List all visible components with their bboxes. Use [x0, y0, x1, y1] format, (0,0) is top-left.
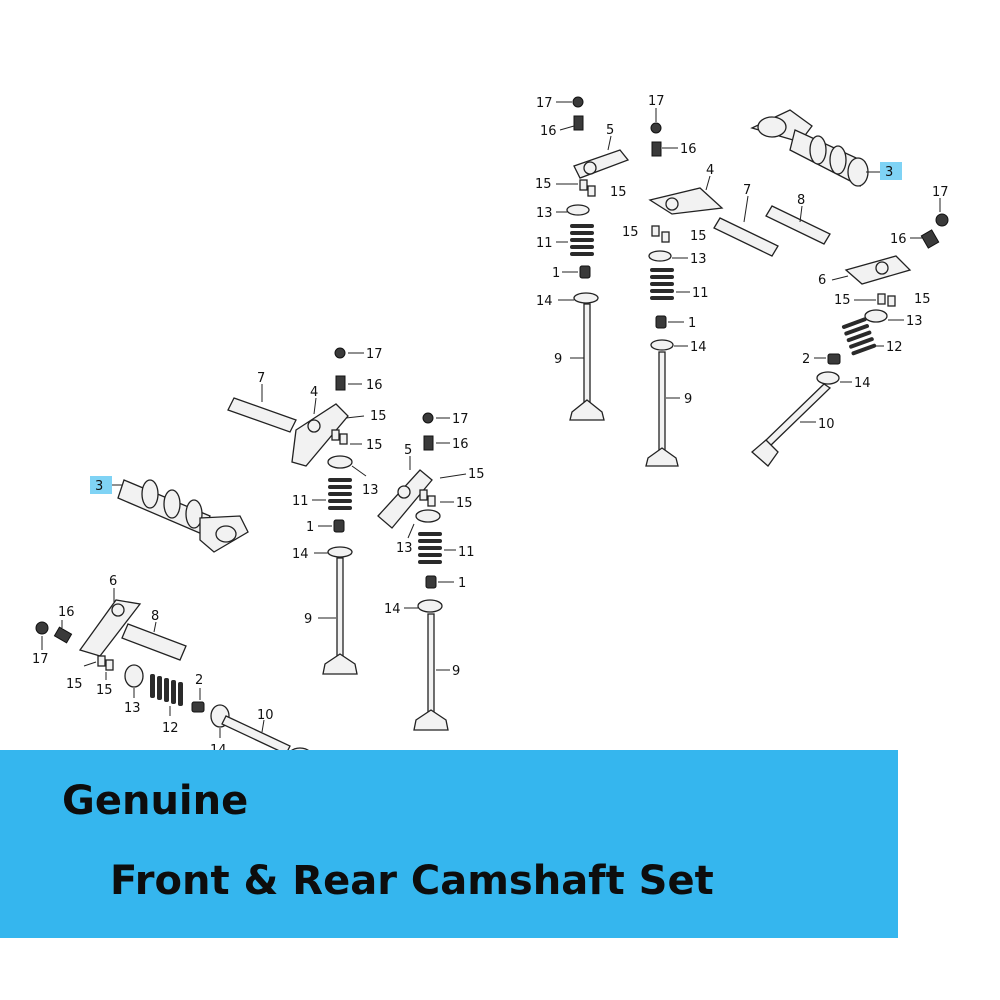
valve-9-b: [645, 351, 679, 467]
rocker-arm-5-front: [377, 469, 433, 529]
part-label: 7: [257, 371, 265, 386]
rocker-arm-4-front: [291, 403, 349, 467]
part-label: 4: [310, 385, 318, 400]
part-label: 17: [366, 347, 383, 362]
part-label: 17: [932, 185, 949, 200]
part-label: 10: [257, 708, 274, 723]
part-label: 14: [854, 376, 871, 391]
part-label: 8: [797, 193, 805, 208]
part-label: 17: [32, 652, 49, 667]
part-label: 3: [95, 479, 103, 494]
part-label: 14: [384, 602, 401, 617]
part-label: 9: [452, 664, 460, 679]
part-label: 14: [536, 294, 553, 309]
part-label: 4: [706, 163, 714, 178]
part-label: 2: [802, 352, 810, 367]
part-label: 11: [292, 494, 309, 509]
rear-cylinder-assembly: 3 5 4 7 8 17 16 15 15 13: [535, 94, 949, 467]
part-label: 16: [452, 437, 469, 452]
part-label: 9: [684, 392, 692, 407]
part-label: 15: [468, 467, 485, 482]
part-label: 12: [886, 340, 903, 355]
valve-spring-12: [841, 317, 877, 356]
part-label: 1: [552, 266, 560, 281]
part-label: 11: [692, 286, 709, 301]
valve-spring-11-b: [650, 268, 674, 300]
part-label: 13: [396, 541, 413, 556]
rocker-shaft-7-front: [227, 397, 297, 433]
banner-title-genuine: Genuine: [62, 778, 249, 824]
part-label: 9: [554, 352, 562, 367]
part-label: 6: [818, 273, 826, 288]
part-label: 16: [680, 142, 697, 157]
part-label: 13: [362, 483, 379, 498]
rocker-shaft-8-front: [121, 623, 187, 661]
valve-9-front-b: [413, 613, 449, 731]
part-label: 17: [648, 94, 665, 109]
part-label: 13: [124, 701, 141, 716]
part-label: 16: [58, 605, 75, 620]
part-label: 2: [195, 673, 203, 688]
part-label: 1: [306, 520, 314, 535]
part-label: 17: [536, 96, 553, 111]
part-label: 5: [606, 123, 614, 138]
rocker-arm-4: [648, 187, 724, 215]
part-label: 11: [536, 236, 553, 251]
part-label: 1: [458, 576, 466, 591]
part-label: 14: [292, 547, 309, 562]
part-label: 15: [370, 409, 387, 424]
banner-title-product: Front & Rear Camshaft Set: [110, 858, 714, 904]
part-label: 15: [622, 225, 639, 240]
part-label: 12: [162, 721, 179, 736]
valve-10: [751, 383, 832, 467]
part-label: 15: [96, 683, 113, 698]
part-label: 15: [366, 438, 383, 453]
part-label: 13: [906, 314, 923, 329]
part-label: 17: [452, 412, 469, 427]
part-label: 3: [885, 165, 893, 180]
part-label: 16: [890, 232, 907, 247]
part-label: 10: [818, 417, 835, 432]
valve-spring-11: [570, 224, 594, 256]
part-label: 1: [688, 316, 696, 331]
part-label: 6: [109, 574, 117, 589]
part-label: 15: [535, 177, 552, 192]
rocker-shaft-7: [713, 217, 779, 257]
rocker-shaft-8: [765, 205, 831, 245]
part-label: 16: [540, 124, 557, 139]
camshaft-rear: [750, 109, 882, 187]
valve-9-front: [322, 557, 358, 675]
part-label: 13: [536, 206, 553, 221]
part-label: 5: [404, 443, 412, 458]
part-label: 11: [458, 545, 475, 560]
part-label: 14: [690, 340, 707, 355]
title-banner: [0, 750, 898, 938]
part-label: 15: [914, 292, 931, 307]
part-label: 15: [834, 293, 851, 308]
part-label: 9: [304, 612, 312, 627]
part-label: 15: [456, 496, 473, 511]
valve-spring-12-front: [150, 674, 183, 706]
camshaft-front: [112, 479, 249, 553]
valve-spring-11-front: [328, 478, 352, 510]
part-label: 15: [66, 677, 83, 692]
part-label: 8: [151, 609, 159, 624]
valve-9: [569, 303, 605, 421]
part-label: 16: [366, 378, 383, 393]
part-label: 15: [610, 185, 627, 200]
part-label: 7: [743, 183, 751, 198]
rocker-arm-5: [573, 149, 630, 179]
front-cylinder-assembly: 3 7 4 17 16 15 15 13: [32, 347, 485, 773]
rocker-arm-6-front: [78, 599, 142, 657]
valve-spring-11-front-b: [418, 532, 442, 564]
part-label: 15: [690, 229, 707, 244]
part-label: 13: [690, 252, 707, 267]
